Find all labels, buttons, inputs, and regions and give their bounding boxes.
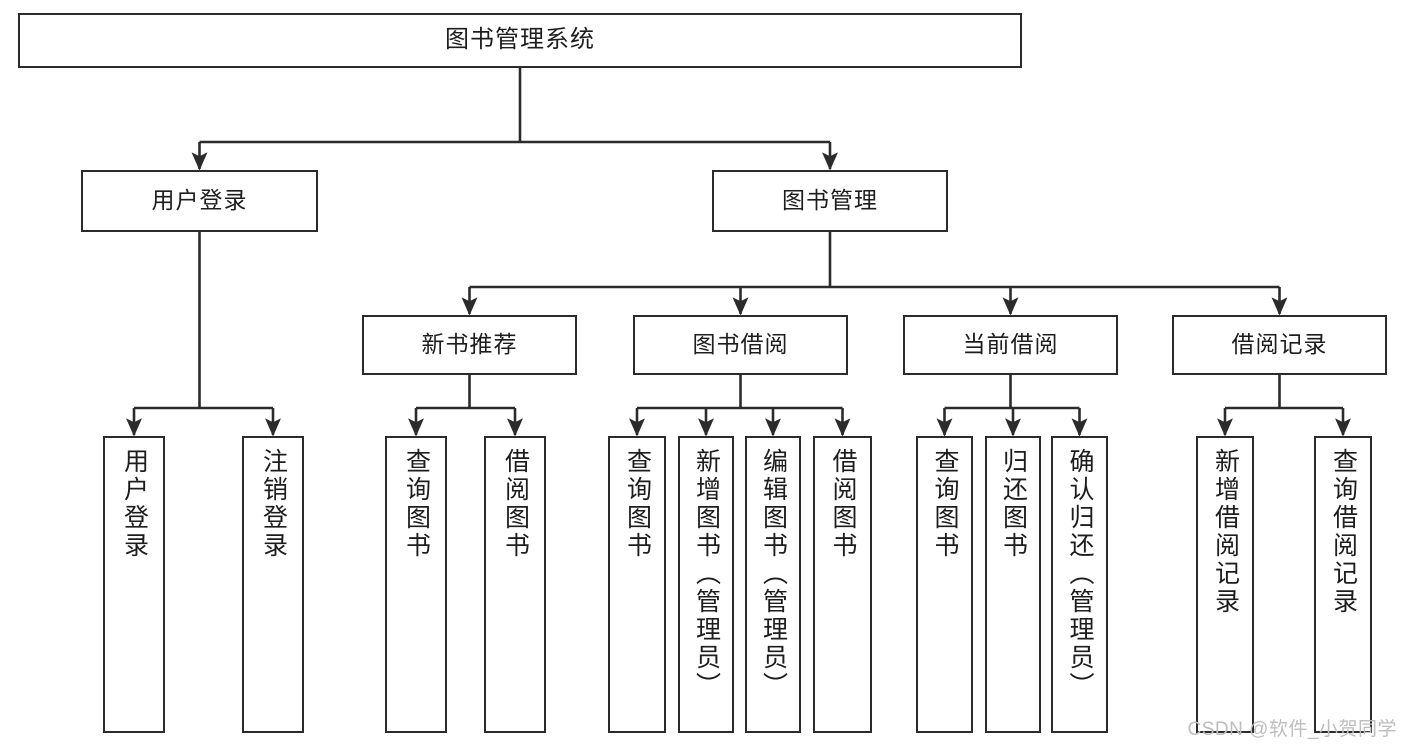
node-label: 借阅记录	[1231, 331, 1328, 358]
node-l-login[interactable]: 用户登录	[103, 436, 165, 733]
node-b-query[interactable]: 查询图书	[608, 436, 666, 733]
node-n-query[interactable]: 查询图书	[385, 436, 447, 733]
node-b-add[interactable]: 新增图书（管理员）	[678, 436, 734, 733]
node-label: 新增借阅记录	[1211, 448, 1240, 616]
node-b-lend[interactable]: 借阅图书	[813, 436, 872, 733]
node-label: 确认归还（管理员）	[1066, 448, 1094, 700]
node-newbook[interactable]: 新书推荐	[362, 315, 577, 375]
node-label: 借阅图书	[829, 448, 857, 560]
csdn-watermark: CSDN @软件_小贺同学	[1187, 719, 1397, 740]
node-label: 查询借阅记录	[1329, 448, 1358, 616]
node-bookmgmt[interactable]: 图书管理	[712, 170, 948, 232]
node-l-logout[interactable]: 注销登录	[242, 436, 304, 733]
node-records[interactable]: 借阅记录	[1172, 315, 1387, 375]
node-label: 归还图书	[999, 448, 1028, 560]
node-c-query[interactable]: 查询图书	[916, 436, 973, 733]
node-n-borrow[interactable]: 借阅图书	[484, 436, 546, 733]
node-label: 新书推荐	[421, 331, 518, 358]
node-root[interactable]: 图书管理系统	[18, 13, 1022, 68]
node-label: 查询图书	[402, 448, 431, 560]
node-label: 编辑图书（管理员）	[759, 448, 788, 700]
node-label: 新增图书（管理员）	[692, 448, 721, 700]
node-login[interactable]: 用户登录	[81, 170, 318, 232]
node-c-confirm[interactable]: 确认归还（管理员）	[1051, 436, 1108, 733]
node-label: 图书管理	[782, 187, 878, 214]
node-r-query[interactable]: 查询借阅记录	[1314, 436, 1372, 733]
node-c-return[interactable]: 归还图书	[985, 436, 1041, 733]
node-label: 查询图书	[623, 448, 652, 560]
node-borrow[interactable]: 图书借阅	[633, 315, 848, 375]
node-label: 借阅图书	[501, 448, 530, 560]
node-r-add[interactable]: 新增借阅记录	[1196, 436, 1254, 733]
node-label: 注销登录	[259, 448, 288, 560]
node-current[interactable]: 当前借阅	[903, 315, 1118, 375]
node-b-edit[interactable]: 编辑图书（管理员）	[745, 436, 801, 733]
node-label: 当前借阅	[962, 331, 1059, 358]
node-label: 图书借阅	[692, 331, 789, 358]
node-label: 用户登录	[120, 448, 149, 560]
node-label: 查询图书	[931, 448, 959, 560]
node-label: 用户登录	[151, 187, 248, 214]
node-label: 图书管理系统	[445, 26, 595, 54]
